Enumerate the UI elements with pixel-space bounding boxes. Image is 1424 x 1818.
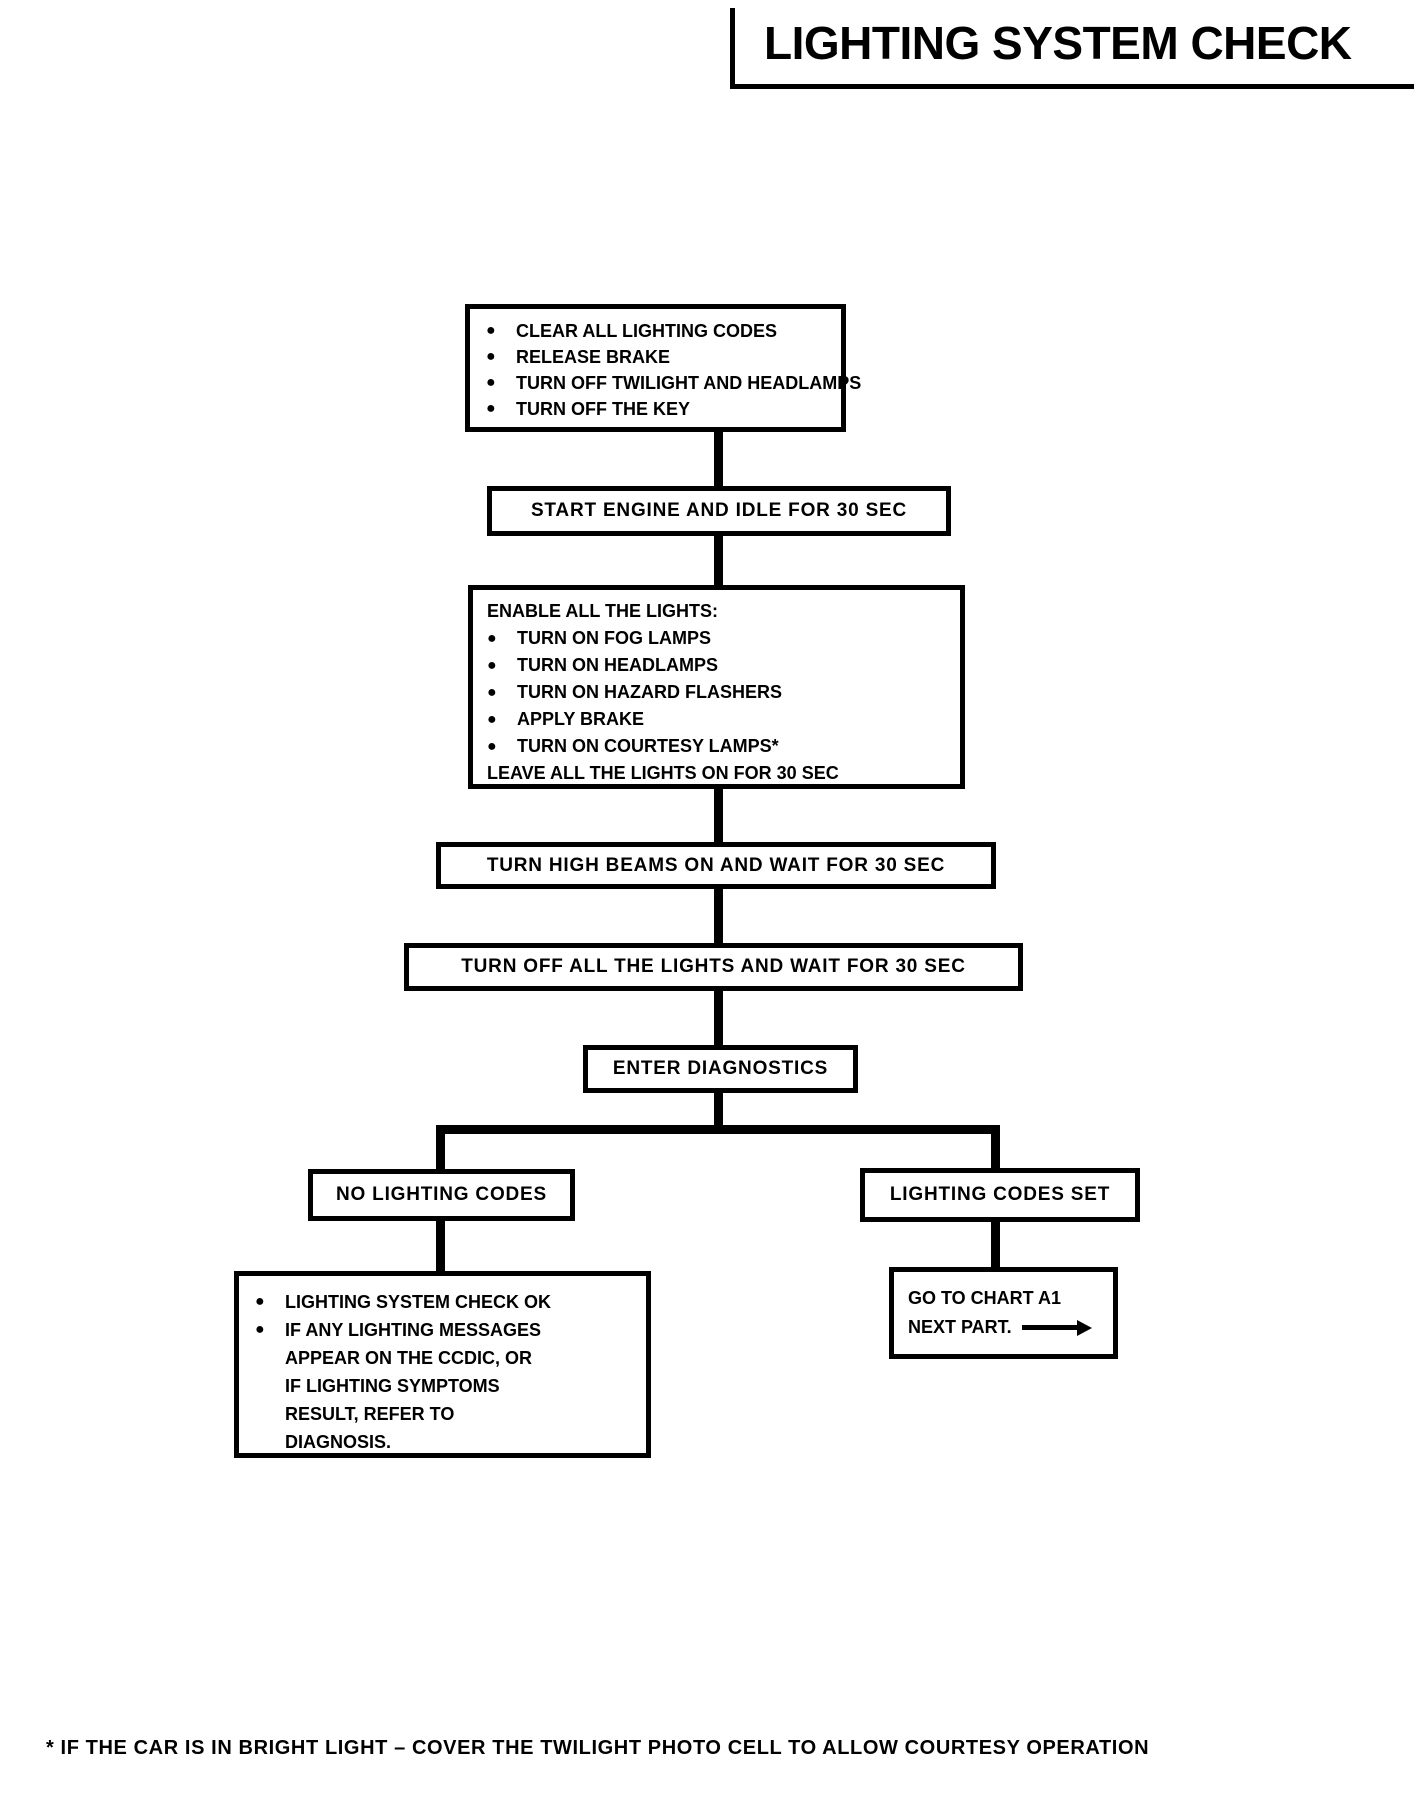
list-header: ENABLE ALL THE LIGHTS: (487, 598, 956, 625)
step-text: NO LIGHTING CODES (336, 1184, 547, 1205)
step-text: GO TO CHART A1 (908, 1288, 1062, 1308)
flow-box-enable-lights: ENABLE ALL THE LIGHTS: ● TURN ON FOG LAM… (468, 585, 965, 789)
flow-box-start-engine: START ENGINE AND IDLE FOR 30 SEC (487, 486, 951, 536)
list-item: ● LIGHTING SYSTEM CHECK OK (255, 1288, 642, 1316)
bullet-spacer (255, 1344, 285, 1372)
step-text: TURN ON COURTESY LAMPS* (517, 736, 779, 756)
step-text: TURN HIGH BEAMS ON AND WAIT FOR 30 SEC (486, 854, 946, 876)
list-item-continuation: RESULT, REFER TO (255, 1400, 642, 1428)
bullet-icon: ● (486, 348, 496, 365)
step-text: TURN OFF TWILIGHT AND HEADLAMPS (516, 373, 862, 393)
bullet-icon: ● (486, 400, 496, 417)
list-item: ● TURN OFF THE KEY (486, 396, 837, 422)
bullet-icon: ● (487, 684, 497, 701)
step-text: TURN ON FOG LAMPS (517, 628, 711, 648)
step-text: LIGHTING CODES SET (889, 1184, 1111, 1205)
title-underline (730, 84, 1414, 89)
flow-box-go-to-chart: GO TO CHART A1 NEXT PART. (889, 1267, 1118, 1359)
page-title: LIGHTING SYSTEM CHECK (764, 17, 1352, 69)
step-text: START ENGINE AND IDLE FOR 30 SEC (530, 500, 908, 521)
list-item: ● TURN OFF TWILIGHT AND HEADLAMPS (486, 370, 861, 396)
flow-box-prepare: ● CLEAR ALL LIGHTING CODES ● RELEASE BRA… (465, 304, 861, 432)
connector-vertical (714, 430, 723, 488)
step-text: LIGHTING SYSTEM CHECK OK (285, 1292, 552, 1312)
connector-vertical (991, 1125, 1000, 1170)
list-item: ● TURN ON COURTESY LAMPS* (487, 733, 956, 760)
step-text: ENTER DIAGNOSTICS (612, 1058, 829, 1079)
list-item: ● APPLY BRAKE (487, 706, 956, 733)
connector-vertical (436, 1219, 445, 1273)
step-text: NEXT PART. (908, 1317, 1012, 1337)
bullet-icon: ● (487, 738, 497, 755)
step-text: TURN ON HAZARD FLASHERS (517, 682, 782, 702)
bullet-icon: ● (487, 711, 497, 728)
step-text: TURN OFF ALL THE LIGHTS AND WAIT FOR 30 … (461, 956, 966, 977)
bullet-spacer (255, 1428, 285, 1456)
step-text: IF ANY LIGHTING MESSAGES (285, 1320, 542, 1340)
step-text: CLEAR ALL LIGHTING CODES (516, 321, 777, 341)
bullet-icon: ● (486, 374, 496, 391)
list-item: ● RELEASE BRAKE (486, 344, 837, 370)
step-text: RELEASE BRAKE (516, 347, 671, 367)
connector-vertical (991, 1220, 1000, 1269)
step-text: DIAGNOSIS. (285, 1432, 392, 1452)
step-text: APPEAR ON THE CCDIC, OR (285, 1348, 533, 1368)
bullet-spacer (255, 1400, 285, 1428)
connector-vertical (714, 989, 723, 1047)
connector-vertical (436, 1125, 445, 1171)
bullet-icon: ● (255, 1321, 265, 1338)
bullet-icon: ● (487, 630, 497, 647)
bullet-icon: ● (486, 322, 496, 339)
list-item-continuation: IF LIGHTING SYMPTOMS (255, 1372, 642, 1400)
right-arrow-icon (1021, 1319, 1092, 1336)
list-item-continuation: APPEAR ON THE CCDIC, OR (255, 1344, 642, 1372)
step-text: ENABLE ALL THE LIGHTS: (487, 601, 718, 621)
step-text: IF LIGHTING SYMPTOMS (285, 1376, 500, 1396)
flow-box-check-ok: ● LIGHTING SYSTEM CHECK OK ● IF ANY LIGH… (234, 1271, 651, 1458)
list-footer: LEAVE ALL THE LIGHTS ON FOR 30 SEC (487, 760, 956, 787)
connector-vertical (714, 1091, 723, 1129)
flow-box-turn-off-all: TURN OFF ALL THE LIGHTS AND WAIT FOR 30 … (404, 943, 1023, 991)
flow-box-lighting-codes-set: LIGHTING CODES SET (860, 1168, 1140, 1222)
footnote: * IF THE CAR IS IN BRIGHT LIGHT – COVER … (46, 1737, 1150, 1759)
connector-vertical (714, 887, 723, 945)
list-item-continuation: DIAGNOSIS. (255, 1428, 642, 1456)
flow-box-enter-diagnostics: ENTER DIAGNOSTICS (583, 1045, 858, 1093)
title-left-bar (730, 8, 735, 85)
connector-vertical (714, 787, 723, 844)
step-text: TURN ON HEADLAMPS (517, 655, 718, 675)
flow-box-high-beams: TURN HIGH BEAMS ON AND WAIT FOR 30 SEC (436, 842, 996, 889)
step-text: LEAVE ALL THE LIGHTS ON FOR 30 SEC (487, 763, 839, 783)
list-item: ● IF ANY LIGHTING MESSAGES (255, 1316, 642, 1344)
connector-vertical (714, 534, 723, 587)
flow-box-no-lighting-codes: NO LIGHTING CODES (308, 1169, 575, 1221)
list-item: ● TURN ON HAZARD FLASHERS (487, 679, 956, 706)
step-text: TURN OFF THE KEY (516, 399, 690, 419)
step-text: RESULT, REFER TO (285, 1404, 455, 1424)
step-text: APPLY BRAKE (517, 709, 645, 729)
bullet-icon: ● (487, 657, 497, 674)
bullet-icon: ● (255, 1293, 265, 1310)
list-item: ● CLEAR ALL LIGHTING CODES (486, 318, 837, 344)
list-item: ● TURN ON FOG LAMPS (487, 625, 956, 652)
next-part-line: NEXT PART. (908, 1313, 1113, 1342)
branch-line (436, 1125, 1000, 1134)
bullet-spacer (255, 1372, 285, 1400)
list-item: ● TURN ON HEADLAMPS (487, 652, 956, 679)
